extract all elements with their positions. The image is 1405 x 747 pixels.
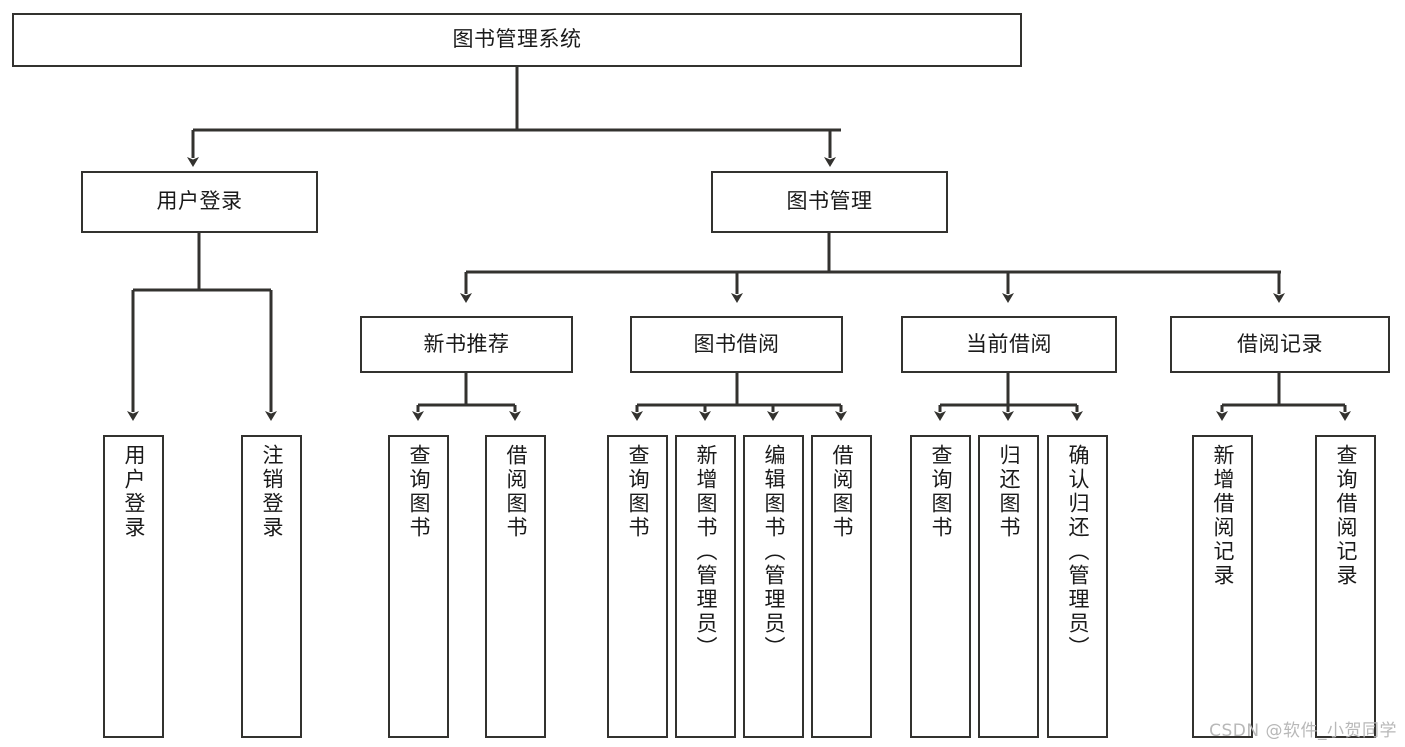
node-label: 新书推荐	[423, 331, 510, 356]
node-label: 新增借阅记录	[1211, 444, 1235, 588]
node-current-borrow[interactable]: 当前借阅	[901, 316, 1117, 373]
node-label: 归还图书	[997, 444, 1021, 540]
leaf-user-login[interactable]: 用户登录	[103, 435, 164, 738]
node-user-login[interactable]: 用户登录	[81, 171, 318, 233]
leaf-query-book-current[interactable]: 查询图书	[910, 435, 971, 738]
node-label: 查询图书	[929, 444, 953, 540]
leaf-borrow-book-recommend[interactable]: 借阅图书	[485, 435, 546, 738]
leaf-borrow-book[interactable]: 借阅图书	[811, 435, 872, 738]
leaf-query-book-recommend[interactable]: 查询图书	[388, 435, 449, 738]
node-book-management[interactable]: 图书管理	[711, 171, 948, 233]
node-label: 图书管理系统	[452, 27, 582, 52]
node-label: 确认归还（管理员）	[1066, 444, 1090, 660]
node-label: 借阅记录	[1237, 331, 1323, 356]
node-root-system[interactable]: 图书管理系统	[12, 13, 1022, 67]
leaf-add-borrow-record[interactable]: 新增借阅记录	[1192, 435, 1253, 738]
leaf-edit-book[interactable]: 编辑图书（管理员）	[743, 435, 804, 738]
node-label: 用户登录	[156, 189, 243, 214]
node-new-book-recommend[interactable]: 新书推荐	[360, 316, 573, 373]
node-label: 当前借阅	[966, 331, 1052, 356]
node-label: 查询图书	[407, 444, 431, 540]
leaf-query-book-borrow[interactable]: 查询图书	[607, 435, 668, 738]
leaf-query-borrow-record[interactable]: 查询借阅记录	[1315, 435, 1376, 738]
node-label: 查询图书	[626, 444, 650, 540]
node-label: 图书借阅	[693, 331, 780, 356]
leaf-add-book[interactable]: 新增图书（管理员）	[675, 435, 736, 738]
node-borrow-record[interactable]: 借阅记录	[1170, 316, 1390, 373]
node-label: 编辑图书（管理员）	[762, 444, 786, 660]
node-label: 新增图书（管理员）	[694, 444, 718, 660]
node-label: 借阅图书	[504, 444, 528, 540]
csdn-watermark: CSDN @软件_小贺同学	[1209, 721, 1397, 741]
node-book-borrow[interactable]: 图书借阅	[630, 316, 843, 373]
node-label: 借阅图书	[830, 444, 854, 540]
leaf-return-book[interactable]: 归还图书	[978, 435, 1039, 738]
node-label: 图书管理	[786, 189, 873, 214]
node-label: 查询借阅记录	[1334, 444, 1358, 588]
node-label: 注销登录	[260, 444, 284, 540]
leaf-logout-login[interactable]: 注销登录	[241, 435, 302, 738]
node-label: 用户登录	[122, 444, 146, 540]
leaf-confirm-return[interactable]: 确认归还（管理员）	[1047, 435, 1108, 738]
